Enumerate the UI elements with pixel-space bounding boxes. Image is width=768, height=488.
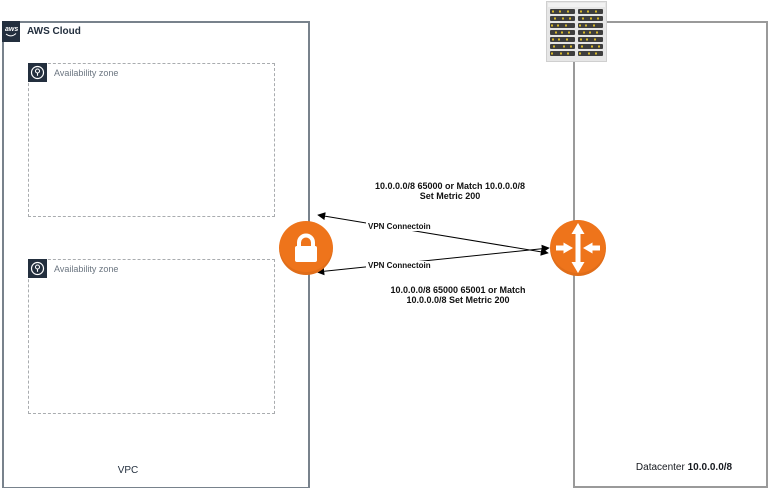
vpn-gateway-lock-icon [279,221,333,275]
availability-zone-box-2: Availability zone [28,259,275,414]
vpn-connection-label-bottom: VPN Connectoin [366,261,433,270]
route-annotation-line: Set Metric 200 [419,191,481,201]
availability-zone-label: Availability zone [54,264,119,274]
server-rack-icon [546,1,607,62]
datacenter-label-text: Datacenter [635,462,685,473]
availability-zone-icon [28,63,47,82]
customer-gateway-router-icon [550,220,606,276]
aws-cloud-label: AWS Cloud [27,26,81,37]
route-annotation-bottom: 10.0.0.0/8 65000 65001 or Match 10.0.0.0… [358,285,558,305]
route-annotation-line: 10.0.0.0/8 65000 65001 or Match [390,285,526,295]
aws-logo-icon: aws [2,21,20,42]
datacenter-cidr: 10.0.0.0/8 [687,462,733,473]
route-annotation-line: 10.0.0.0/8 Set Metric 200 [406,295,510,305]
route-annotation-line: 10.0.0.0/8 65000 or Match 10.0.0.0/8 [374,181,526,191]
availability-zone-box-1: Availability zone [28,63,275,217]
route-annotation-top: 10.0.0.0/8 65000 or Match 10.0.0.0/8 Set… [350,181,550,201]
vpc-label: VPC [117,465,139,476]
svg-text:aws: aws [5,26,18,33]
availability-zone-icon [28,259,47,278]
vpn-connection-label-top: VPN Connectoin [366,222,433,231]
datacenter-label: Datacenter 10.0.0.0/8 [604,462,764,473]
availability-zone-label: Availability zone [54,68,119,78]
